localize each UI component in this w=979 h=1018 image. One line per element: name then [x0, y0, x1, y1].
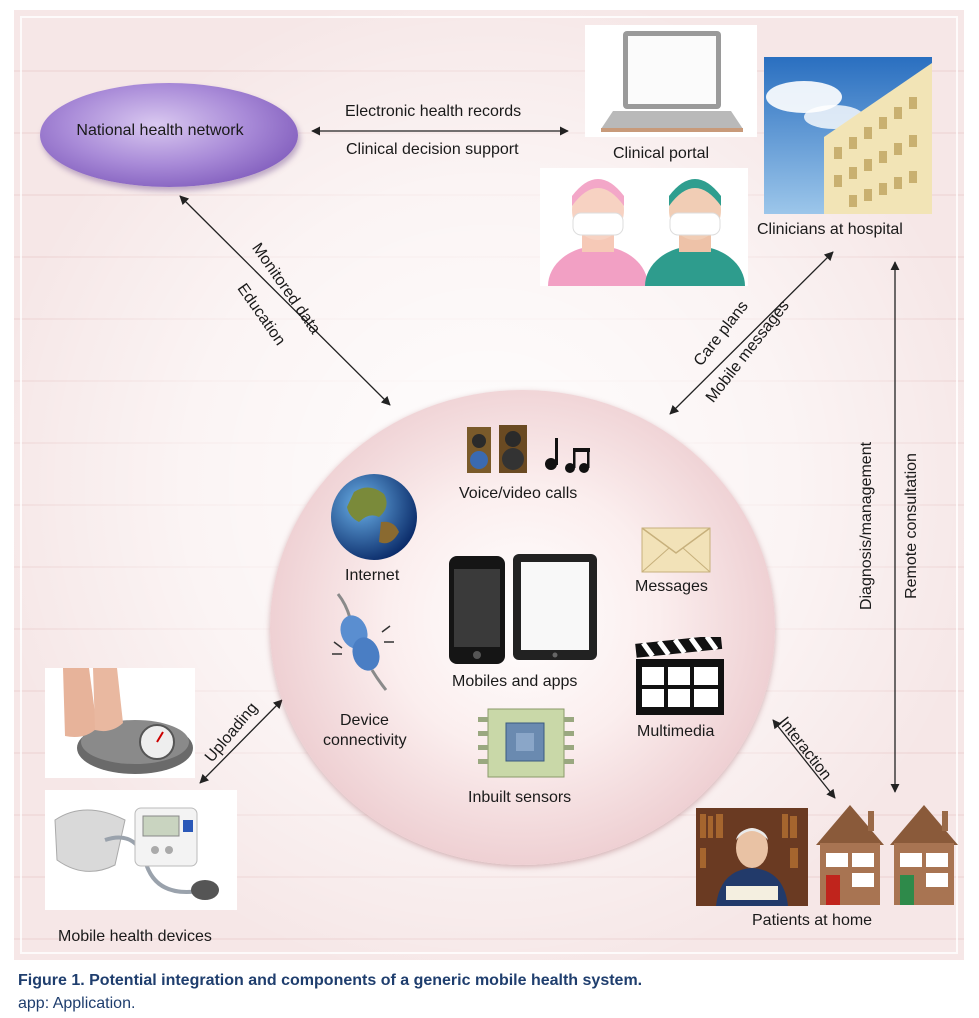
cds-label: Clinical decision support [346, 141, 519, 158]
figure-note: app: Application. [18, 995, 136, 1012]
arrow-network-hub [179, 195, 391, 406]
national-network-ellipse [40, 83, 298, 187]
figure-caption: Figure 1. Potential integration and comp… [18, 972, 643, 989]
device-label-line1: Device [340, 712, 389, 729]
internet-label: Internet [345, 567, 400, 584]
speaker-icon [467, 425, 531, 480]
national-network-label: National health network [76, 122, 244, 139]
hospital-image [764, 57, 932, 214]
laptop-image [585, 25, 757, 137]
inbuilt-sensors-label: Inbuilt sensors [468, 789, 572, 806]
arrow-hub-clinicians [669, 251, 834, 415]
smartphone-icon [448, 555, 508, 672]
diagnosis-label: Diagnosis/management [858, 441, 876, 611]
device-label-line2: connectivity [323, 732, 407, 749]
clinical-portal-label: Clinical portal [613, 145, 710, 162]
voice-video-label: Voice/video calls [459, 485, 578, 502]
arrow-hub-patients [772, 719, 836, 799]
ehr-label: Electronic health records [345, 103, 522, 120]
remote-label: Remote consultation [902, 453, 920, 599]
multimedia-label: Multimedia [637, 723, 715, 740]
tablet-icon [512, 553, 598, 668]
envelope-icon [641, 527, 711, 578]
sensor-chip-icon [478, 703, 574, 788]
mobile-health-devices-label: Mobile health devices [58, 928, 212, 945]
clapperboard-icon [634, 634, 726, 722]
plug-connector-icon [326, 592, 396, 697]
house-icon [814, 797, 964, 912]
globe-icon [329, 472, 419, 567]
patient-photo [696, 808, 808, 906]
weighing-scale-image [45, 668, 195, 778]
clinicians-label: Clinicians at hospital [757, 221, 903, 238]
patients-at-home-label: Patients at home [752, 912, 873, 929]
messages-label: Messages [635, 578, 708, 595]
blood-pressure-monitor-image [45, 790, 237, 910]
music-note-icon [544, 434, 590, 479]
mobiles-apps-label: Mobiles and apps [452, 673, 578, 690]
clinicians-figures [540, 168, 748, 326]
arrow-devices-hub [199, 699, 283, 784]
